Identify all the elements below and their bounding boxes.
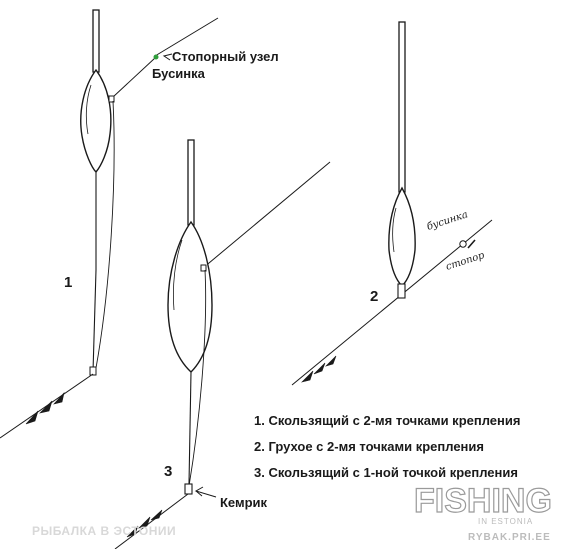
float-3-leader	[114, 493, 189, 549]
float-3-line-top	[202, 161, 331, 269]
float-2-line	[291, 219, 493, 386]
float-1	[0, 9, 219, 439]
float-1-weight-a	[53, 391, 65, 405]
float-3-stem	[188, 371, 192, 485]
float-1-weight-c	[25, 410, 39, 425]
float-2-stopper	[467, 239, 476, 249]
float-2	[291, 21, 493, 386]
bead-hand-label: бусинка	[426, 209, 470, 233]
float-3-line-down	[188, 269, 207, 487]
float-2-bottom-tube	[397, 283, 406, 299]
float-1-body	[80, 68, 112, 174]
bead-label: Бусинка	[152, 66, 206, 81]
float-2-weight-a	[324, 355, 337, 367]
float-3-number: 3	[164, 463, 172, 480]
stopper-knot-arrow	[162, 53, 173, 61]
kembric-label: Кемрик	[220, 495, 268, 510]
float-2-bead	[459, 240, 467, 248]
float-1-line-top	[154, 17, 219, 57]
float-1-shade	[85, 84, 92, 135]
legend-item-1: 1. Скользящий с 2-мя точками крепления	[254, 413, 520, 428]
kembric-arrow	[194, 486, 217, 498]
float-3-antenna	[187, 139, 195, 226]
float-3	[114, 139, 331, 549]
watermark-logo: FISHING IN ESTONIA RYBAK.PRI.EE	[413, 481, 552, 543]
float-1-weight-b	[39, 400, 53, 414]
kembric-tube	[184, 483, 193, 495]
float-1-antenna	[92, 9, 100, 73]
float-3-weight-a	[150, 509, 163, 521]
watermark-left: РЫБАЛКА В ЭСТОНИИ	[32, 524, 176, 538]
float-2-number: 2	[370, 288, 378, 305]
stopper-knot-label: Стопорный узел	[172, 49, 279, 64]
float-1-number: 1	[64, 274, 72, 291]
float-1-line-upper	[112, 57, 156, 98]
float-2-antenna	[398, 21, 406, 193]
float-3-ring	[200, 264, 207, 272]
legend-item-3: 3. Скользящий с 1-ной точкой крепления	[254, 465, 518, 480]
stopper-hand-label: стопор	[445, 250, 487, 273]
float-1-stem	[92, 269, 97, 373]
legend-item-2: 2. Грухое с 2-мя точками крепления	[254, 439, 484, 454]
watermark-sub: IN ESTONIA	[478, 517, 533, 526]
watermark-site: RYBAK.PRI.EE	[468, 532, 551, 543]
float-1-leader	[0, 373, 94, 439]
float-1-bottom-ring	[89, 366, 97, 376]
float-2-weight-b	[313, 362, 326, 375]
float-3-weight-c	[126, 525, 139, 538]
float-2-shade	[392, 207, 397, 253]
watermark-brand: FISHING	[414, 482, 552, 520]
float-1-line-through	[95, 100, 115, 369]
float-3-shade	[172, 239, 183, 311]
stopper-knot-dot	[153, 54, 159, 60]
float-3-weight-b	[138, 516, 151, 529]
legend: 1. Скользящий с 2-мя точками крепления 2…	[254, 413, 520, 480]
float-1-ring	[108, 95, 115, 103]
float-2-weight-c	[301, 370, 314, 383]
